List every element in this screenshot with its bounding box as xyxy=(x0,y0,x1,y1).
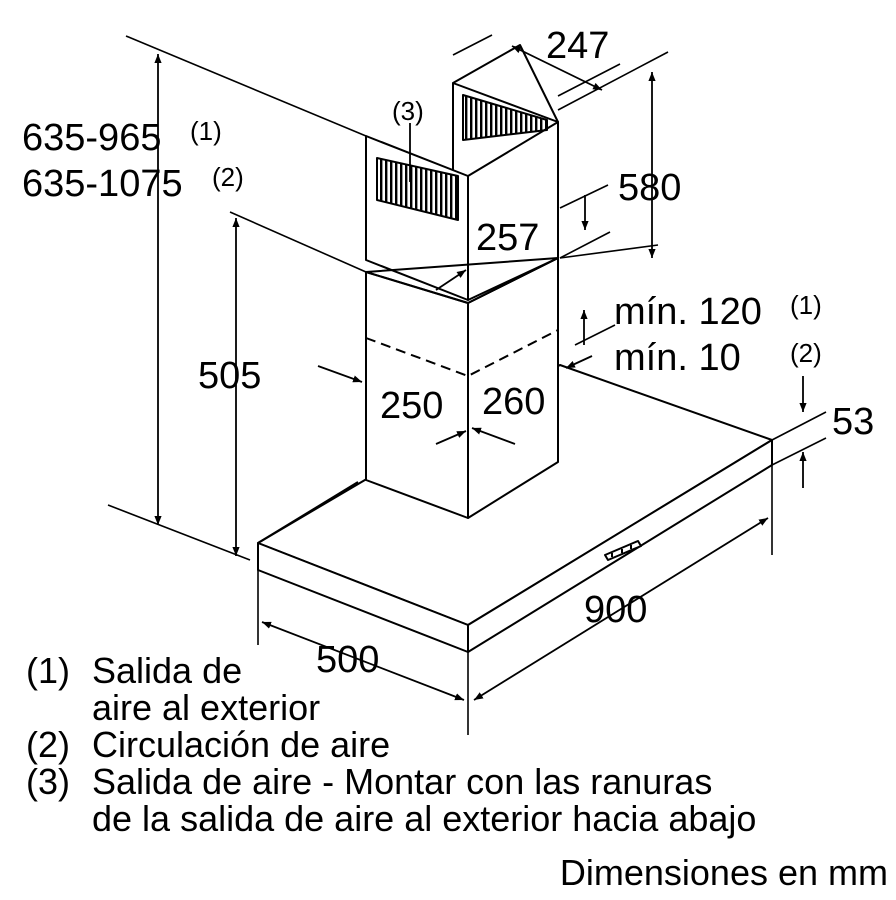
legend: (1) Salida de aire al exterior (2) Circu… xyxy=(26,652,756,837)
canopy-thickness-label: 53 xyxy=(832,401,874,443)
lower-chimney-width-label: 250 xyxy=(380,385,443,427)
units-note: Dimensiones en mm xyxy=(559,852,888,893)
height-total-1-label: 635-965 xyxy=(22,117,161,159)
lower-chimney-depth-arrow-left xyxy=(435,430,467,445)
lower-chimney-depth-arrow-right xyxy=(471,427,516,445)
legend-text: Salida de aire - Montar con las ranuras xyxy=(92,761,713,802)
legend-item-2: (2) Circulación de aire xyxy=(26,726,756,763)
upper-chimney-height-label: 580 xyxy=(618,167,681,209)
legend-item-1: (1) Salida de xyxy=(26,652,756,689)
canopy-depth-label: 500 xyxy=(316,639,379,681)
lower-chimney-width-arrow xyxy=(317,365,363,383)
min-gap-2-label: mín. 10 xyxy=(614,337,741,379)
height-total-1-note: (1) xyxy=(190,116,222,146)
dimension-lines xyxy=(154,45,807,701)
legend-item-3: (3) Salida de aire - Montar con las ranu… xyxy=(26,763,756,800)
vent-slots xyxy=(376,94,548,221)
canopy-width-dimension xyxy=(473,517,769,701)
chimney-depth-dimension xyxy=(511,45,603,91)
vent-callout-label: (3) xyxy=(392,96,424,126)
canopy-depth-dimension xyxy=(261,621,465,701)
legend-text-continued: de la salida de aire al exterior hacia a… xyxy=(92,798,757,839)
lower-chimney-height-label: 505 xyxy=(198,355,261,397)
height-total-2-note: (2) xyxy=(212,162,244,192)
canopy-width-label: 900 xyxy=(584,589,647,631)
legend-text: Salida de xyxy=(92,650,243,691)
legend-text: Circulación de aire xyxy=(92,724,391,765)
min-gap-2-note: (2) xyxy=(790,338,822,368)
min-gap-1-note: (1) xyxy=(790,290,822,320)
legend-number: (1) xyxy=(26,650,70,691)
legend-number: (2) xyxy=(26,724,70,765)
extension-lines xyxy=(107,34,827,735)
lower-chimney-depth-label: 260 xyxy=(482,381,545,423)
chimney-depth-label: 247 xyxy=(546,25,609,67)
dimension-labels: 635-965 (1) 635-1075 (2) (3) 247 580 257… xyxy=(22,25,874,681)
upper-chimney-width-dimension xyxy=(435,269,467,291)
height-total-2-label: 635-1075 xyxy=(22,163,183,205)
min-gap-arrow-down xyxy=(565,355,593,369)
min-gap-1-label: mín. 120 xyxy=(614,291,762,333)
legend-text-continued: aire al exterior xyxy=(92,687,321,728)
upper-chimney-width-label: 257 xyxy=(476,217,539,259)
legend-number: (3) xyxy=(26,761,70,802)
